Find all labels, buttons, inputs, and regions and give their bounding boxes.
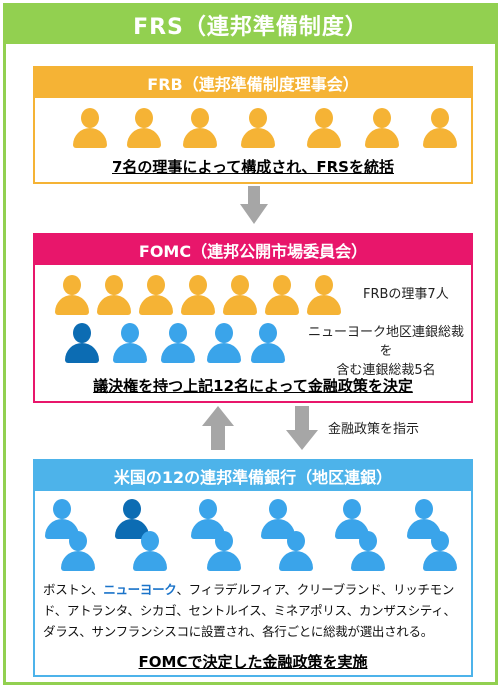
bank-locations-text: ボストン、ニューヨーク、フィラデルフィア、クリーブランド、リッチモンド、アトラン… (43, 582, 456, 639)
fomc-title: FOMC（連邦公開市場委員会） (35, 235, 471, 265)
up-arrow-icon (202, 406, 234, 450)
person-icon (113, 323, 147, 363)
frb-members-note: FRBの理事7人 (363, 287, 449, 302)
person-icon (351, 531, 385, 571)
person-icon (127, 108, 161, 148)
federal-reserve-banks-box: 米国の12の連邦準備銀行（地区連銀） ボストン、ニューヨーク、フィラデルフィア、… (33, 459, 473, 677)
fomc-caption: 議決権を持つ上記12名によって金融政策を決定 (93, 377, 413, 395)
policy-instruction-label: 金融政策を指示 (328, 422, 420, 437)
person-icon (307, 108, 341, 148)
person-icon (365, 108, 399, 148)
person-icon (97, 275, 131, 315)
banks-caption: FOMCで決定した金融政策を実施 (138, 653, 368, 671)
person-icon (183, 108, 217, 148)
person-icon (261, 499, 295, 539)
frs-frame: FRS（連邦準備制度） FRB（連邦準備制度理事会） 7名の理事によって構成され… (3, 3, 498, 685)
person-icon (223, 275, 257, 315)
person-icon (265, 275, 299, 315)
person-icon (251, 323, 285, 363)
bank-members-note: ニューヨーク地区連銀総裁を 含む連銀総裁5名 (307, 325, 464, 378)
person-icon (133, 531, 167, 571)
new-york-highlight: ニューヨーク (103, 582, 177, 597)
person-icon (139, 275, 173, 315)
down-arrow-icon (240, 186, 268, 224)
person-icon (73, 108, 107, 148)
fomc-box: FOMC（連邦公開市場委員会） FRBの理事7人 ニューヨーク地区連銀総裁を 含… (33, 233, 473, 403)
frs-title: FRS（連邦準備制度） (6, 6, 495, 44)
person-icon (161, 323, 195, 363)
frb-box: FRB（連邦準備制度理事会） 7名の理事によって構成され、FRSを統括 (33, 66, 473, 184)
down-arrow-icon (286, 406, 318, 450)
frb-caption: 7名の理事によって構成され、FRSを統括 (112, 158, 394, 176)
person-icon (181, 275, 215, 315)
frb-title: FRB（連邦準備制度理事会） (35, 68, 471, 98)
person-icon (61, 531, 95, 571)
person-icon (307, 275, 341, 315)
person-icon (241, 108, 275, 148)
person-icon (207, 323, 241, 363)
person-icon-ny (65, 323, 99, 363)
person-icon (423, 531, 457, 571)
person-icon (207, 531, 241, 571)
banks-title: 米国の12の連邦準備銀行（地区連銀） (35, 461, 471, 491)
person-icon (279, 531, 313, 571)
person-icon (55, 275, 89, 315)
person-icon (423, 108, 457, 148)
person-icon-ny (115, 499, 149, 539)
